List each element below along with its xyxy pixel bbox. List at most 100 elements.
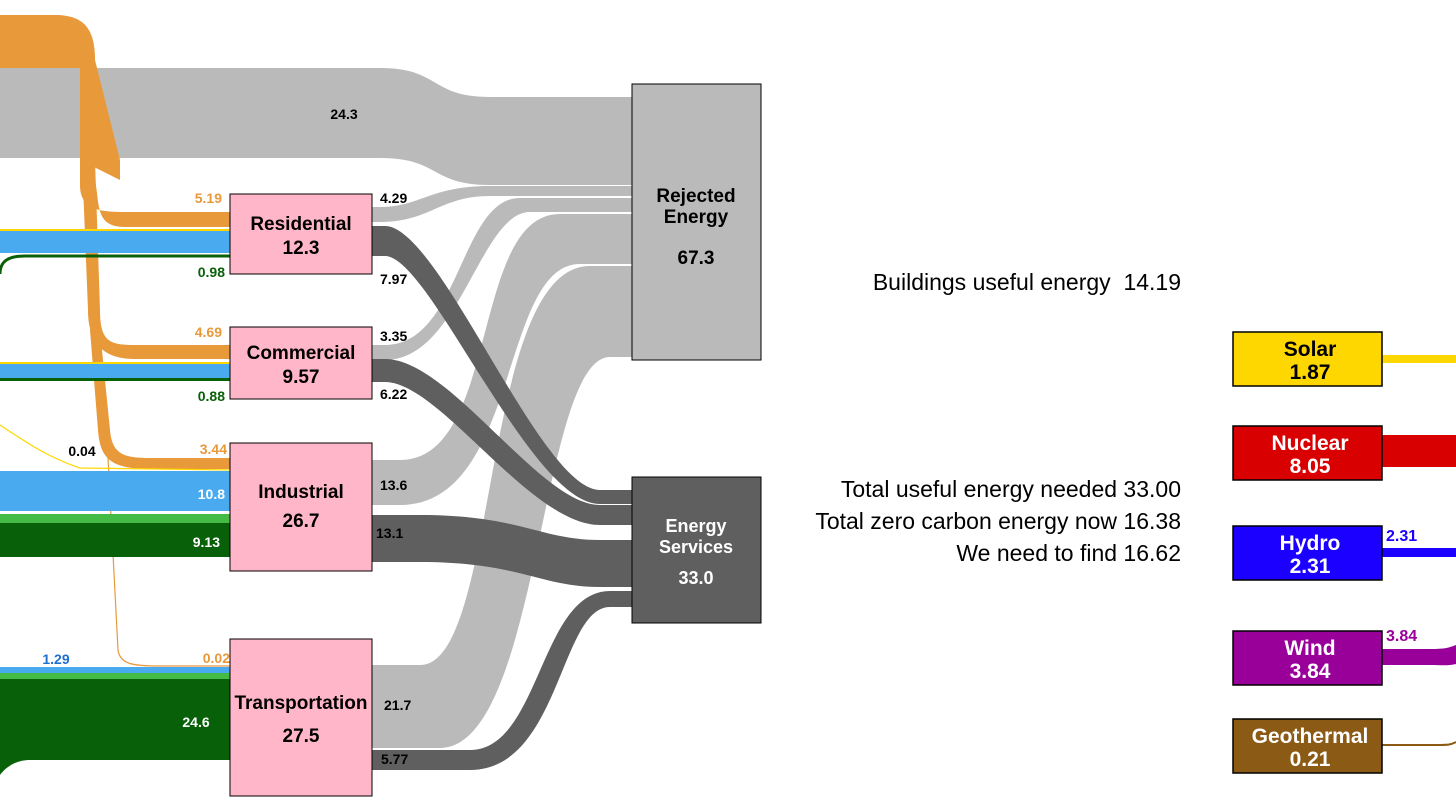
energy-services-box [631,476,762,624]
node-industrial[interactable]: Industrial 26.7 [229,442,373,572]
industrial-box [229,442,373,572]
wind-outflow [1382,645,1456,666]
trans-gas-value: 1.29 [42,651,69,667]
transportation-rejected-flow [372,266,632,748]
ind-elec-value: 3.44 [200,441,227,457]
industrial-rejected-flow [372,214,632,505]
residential-services-flow [372,226,632,504]
transportation-value: 27.5 [283,726,320,747]
notes: Buildings useful energy 14.19 Total usef… [815,269,1181,566]
transportation-gas-flow [0,667,230,673]
node-residential[interactable]: Residential 12.3 [229,193,373,275]
hydro-outflow [1382,548,1456,557]
industrial-services-flow [372,515,632,587]
res-services-value: 7.97 [380,271,407,287]
com-rejected-value: 3.35 [380,328,407,344]
solar-name: Solar [1284,338,1337,361]
energy-services-label-line1: Energy [665,516,726,536]
nuclear-name: Nuclear [1271,432,1348,455]
hydro-name: Hydro [1280,532,1341,555]
ind-petro-value: 9.13 [193,534,220,550]
wind-name: Wind [1284,637,1335,660]
node-transportation[interactable]: Transportation 27.5 [229,638,373,797]
trans-elec-value: 0.02 [203,650,230,666]
com-services-value: 6.22 [380,386,407,402]
commercial-petroleum-flow [0,378,230,381]
nuclear-value: 8.05 [1290,455,1331,478]
solar-box [1232,331,1383,387]
node-rejected-energy[interactable]: Rejected Energy 67.3 [631,83,762,361]
commercial-services-flow [372,359,632,525]
commercial-rejected-flow [372,198,632,360]
wind-outflow-value: 3.84 [1386,628,1417,645]
source-boxes: Solar1.87Nuclear8.05Hydro2.31Wind3.84Geo… [1232,331,1383,774]
commercial-value: 9.57 [283,367,320,388]
transportation-services-flow [372,591,632,770]
electricity-flows [0,15,230,667]
source-outflows: 2.31 3.84 [1382,355,1456,746]
solar-ind-value: 0.04 [68,443,95,459]
residential-label: Residential [250,214,351,235]
electric-rejected-value: 24.3 [330,106,357,122]
geothermal-name: Geothermal [1252,725,1369,748]
industrial-label: Industrial [258,482,344,503]
ind-rejected-value: 13.6 [380,477,407,493]
commercial-gas-flow [0,364,230,378]
transportation-box [229,638,373,797]
res-rejected-value: 4.29 [380,190,407,206]
hydro-value: 2.31 [1290,555,1331,578]
node-energy-services[interactable]: Energy Services 33.0 [631,476,762,624]
energy-services-value: 33.0 [678,568,713,588]
trans-services-value: 5.77 [381,751,408,767]
solar-industrial-flow [0,424,233,471]
nuclear-outflow [1382,435,1456,467]
transportation-label: Transportation [234,693,367,714]
note-total-useful-energy: Total useful energy needed 33.00 [841,476,1181,502]
rejected-energy-value: 67.3 [678,248,715,269]
commercial-box [229,326,373,400]
note-buildings-useful-energy: Buildings useful energy 14.19 [873,269,1181,295]
industrial-biomass-strip [0,514,230,523]
geothermal-box [1232,718,1383,774]
solar-value: 1.87 [1290,361,1331,384]
residential-rejected-flow [372,186,632,222]
hydro-box [1232,525,1383,581]
rejected-energy-box [631,83,762,361]
residential-box [229,193,373,275]
industrial-gas-flow [0,471,230,511]
residential-gas-flow [0,230,230,253]
rejected-energy-label-line2: Energy [664,207,729,228]
trans-petro-value: 24.6 [182,714,209,730]
electricity-feed-top [0,15,95,68]
nuclear-box [1232,425,1383,481]
ind-services-value: 13.1 [376,525,403,541]
wind-box [1232,630,1383,686]
geothermal-outflow [1382,741,1456,746]
residential-value: 12.3 [283,238,320,259]
ind-gas-value: 10.8 [198,486,225,502]
com-gas-value: 0.88 [198,388,225,404]
flow-value-labels: 24.3 5.19 0.98 4.29 7.97 4.69 0.88 3.35 … [42,106,411,767]
commercial-label: Commercial [247,343,356,364]
rejected-energy-label-line1: Rejected [656,186,735,207]
res-elec-value: 5.19 [195,190,222,206]
commercial-solar-strip [0,362,230,364]
geothermal-value: 0.21 [1290,748,1331,771]
wind-value: 3.84 [1290,660,1331,683]
trans-rejected-value: 21.7 [384,697,411,713]
note-zero-carbon-energy: Total zero carbon energy now 16.38 [815,508,1181,534]
transportation-biomass-strip [0,673,230,679]
com-elec-value: 4.69 [195,324,222,340]
residential-solar-strip [0,229,230,231]
natural-gas-flows [0,229,230,673]
node-commercial[interactable]: Commercial 9.57 [229,326,373,400]
hydro-outflow-value: 2.31 [1386,528,1417,545]
residential-petroleum-flow [0,254,230,275]
petroleum-flows [0,254,230,775]
